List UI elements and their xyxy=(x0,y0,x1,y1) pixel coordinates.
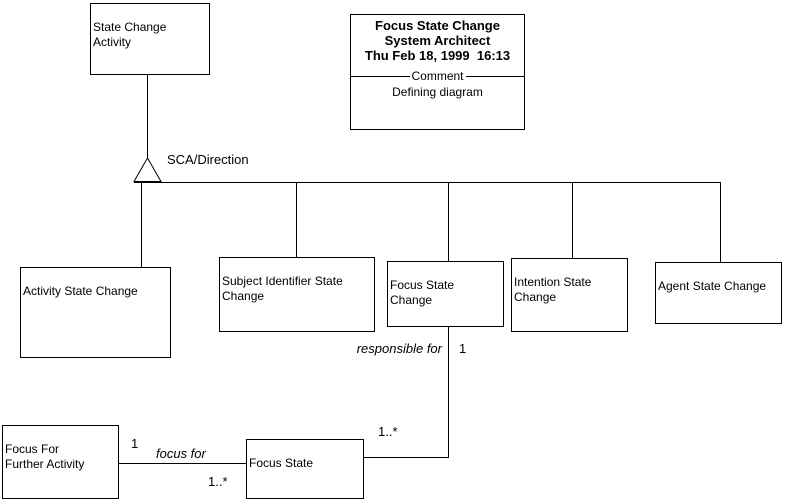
drop-line-focus-state-change xyxy=(448,182,449,261)
class-box-agent-state-change[interactable]: Agent State Change xyxy=(655,262,782,324)
title-block-name: Focus State Change xyxy=(375,18,500,33)
association-line-responsible-for-horizontal xyxy=(363,457,449,458)
title-block-comment-label: Comment xyxy=(411,69,464,83)
label-multiplicity-focus-for-many: 1..* xyxy=(208,474,228,489)
drop-line-agent-state-change xyxy=(720,182,721,262)
title-block-timestamp: Thu Feb 18, 1999 16:13 xyxy=(364,48,511,63)
drop-line-intention-state-change xyxy=(572,182,573,258)
association-line-responsible-for-vertical xyxy=(448,326,449,458)
generalization-rail-line xyxy=(134,182,721,183)
separator-line-right xyxy=(465,76,525,77)
title-block-comment-body: Defining diagram xyxy=(392,85,483,99)
label-focus-for: focus for xyxy=(156,446,206,461)
class-box-focus-state[interactable]: Focus State xyxy=(246,439,364,499)
class-label: Intention State Change xyxy=(514,275,592,304)
class-label: State Change Activity xyxy=(93,20,167,49)
label-multiplicity-responsible-for-many: 1..* xyxy=(378,424,398,439)
drop-line-activity-state-change xyxy=(141,182,142,267)
label-responsible-for: responsible for xyxy=(356,341,442,356)
drop-line-subject-identifier-state-change xyxy=(296,182,297,257)
class-label: Focus For Further Activity xyxy=(5,442,85,471)
label-sca-direction: SCA/Direction xyxy=(167,152,249,167)
title-block-comment-separator: Comment xyxy=(351,69,525,84)
class-box-focus-for-further-activity[interactable]: Focus For Further Activity xyxy=(2,425,119,499)
class-label: Focus State xyxy=(249,456,314,470)
separator-line-left xyxy=(351,76,410,77)
title-block-tool: System Architect xyxy=(384,33,491,48)
label-multiplicity-responsible-for-one: 1 xyxy=(459,341,467,356)
class-box-activity-state-change[interactable]: Activity State Change xyxy=(20,267,171,358)
class-box-intention-state-change[interactable]: Intention State Change xyxy=(511,258,628,332)
class-label: Activity State Change xyxy=(23,284,138,298)
association-line-focus-for xyxy=(118,463,246,464)
class-box-subject-identifier-state-change[interactable]: Subject Identifier State Change xyxy=(219,257,375,332)
generalization-stem-line xyxy=(147,74,148,158)
generalization-triangle-icon xyxy=(133,157,162,182)
label-multiplicity-focus-for-one: 1 xyxy=(131,436,139,451)
class-label: Focus State Change xyxy=(390,278,455,307)
class-label: Subject Identifier State Change xyxy=(222,274,343,303)
diagram-title-block: Focus State Change System Architect Thu … xyxy=(350,14,525,130)
class-box-focus-state-change[interactable]: Focus State Change xyxy=(387,261,504,327)
class-box-state-change-activity[interactable]: State Change Activity xyxy=(90,3,210,75)
class-label: Agent State Change xyxy=(658,279,767,293)
